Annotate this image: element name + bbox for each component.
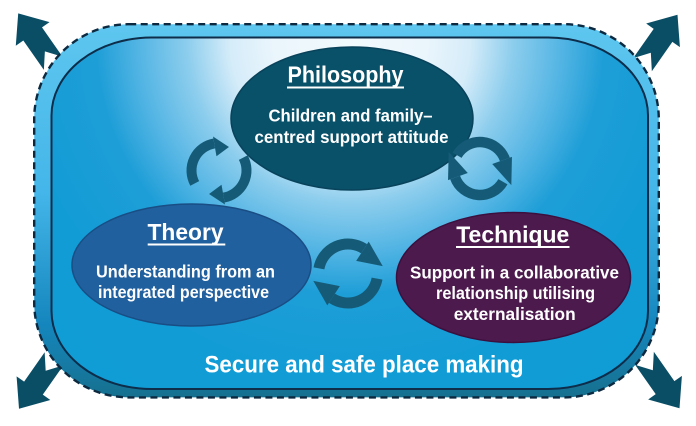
svg-text:externalisation: externalisation <box>454 304 576 324</box>
svg-text:Secure and safe place making: Secure and safe place making <box>205 352 524 379</box>
svg-text:Children and family–: Children and family– <box>269 106 433 126</box>
svg-text:Philosophy: Philosophy <box>288 62 404 88</box>
svg-text:integrated perspective: integrated perspective <box>98 282 269 302</box>
svg-text:centred support attitude: centred support attitude <box>255 127 449 147</box>
svg-text:relationship utilising: relationship utilising <box>436 283 595 303</box>
svg-text:Understanding from an: Understanding from an <box>96 262 275 282</box>
svg-text:Theory: Theory <box>148 219 224 245</box>
svg-text:Technique: Technique <box>456 222 569 248</box>
svg-text:Support in a collaborative: Support in a collaborative <box>410 263 619 283</box>
